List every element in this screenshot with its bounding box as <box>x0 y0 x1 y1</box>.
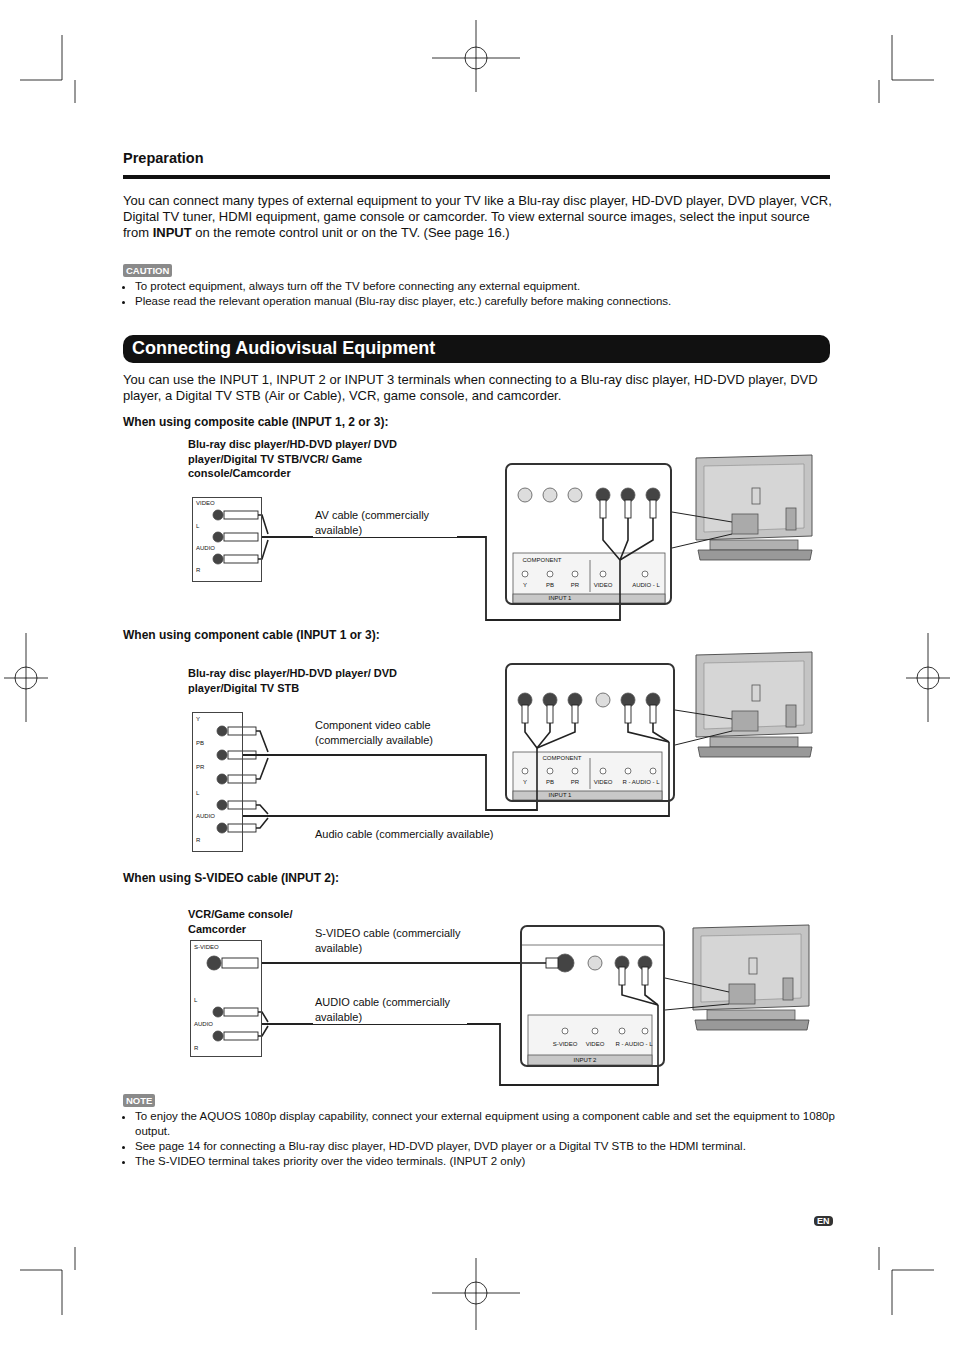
device-panel: VIDEO L AUDIO R <box>192 497 262 582</box>
prep-paragraph: You can connect many types of external e… <box>123 193 835 241</box>
bullet-item: See page 14 for connecting a Blu-ray dis… <box>135 1139 847 1154</box>
terminal-label: R - AUDIO - L <box>615 1041 652 1048</box>
terminal-label: R <box>196 837 200 844</box>
terminal-label: L <box>196 790 199 797</box>
cable <box>243 755 537 810</box>
terminal-label: Y <box>196 716 200 723</box>
terminal-label: PB <box>196 740 204 747</box>
cable-label: AUDIO cable (commercially available) <box>313 995 467 1024</box>
cable <box>243 802 669 816</box>
terminal-label: AUDIO <box>196 545 215 552</box>
cable-label: Component video cable (commercially avai… <box>313 718 467 747</box>
terminal-panel: COMPONENT Y PB PR VIDEO AUDIO - L INPUT 1 <box>505 463 672 605</box>
terminal-label: INPUT 1 <box>549 595 572 602</box>
page-heading: Preparation <box>123 150 423 166</box>
terminal-label: COMPONENT <box>523 557 562 564</box>
device-panel: S-VIDEO L AUDIO R <box>190 940 262 1057</box>
terminal-label: INPUT 1 <box>549 792 572 799</box>
terminal-label: PB <box>546 779 554 786</box>
terminal-label: L <box>194 997 197 1004</box>
note-badge: NOTE <box>123 1094 155 1107</box>
intro-paragraph: You can use the INPUT 1, INPUT 2 or INPU… <box>123 372 835 404</box>
paragraph-text: on the remote control unit or on the TV.… <box>195 225 509 240</box>
terminal-label: R - AUDIO - L <box>622 779 659 786</box>
terminal-label: VIDEO <box>594 582 613 589</box>
bullet-item: To enjoy the AQUOS 1080p display capabil… <box>135 1109 847 1139</box>
caution-list: To protect equipment, always turn off th… <box>123 279 847 309</box>
device-panel: Y PB PR L AUDIO R <box>192 712 243 852</box>
terminal-label: AUDIO - L <box>632 582 660 589</box>
terminal-label: S-VIDEO <box>553 1041 578 1048</box>
terminal-label: PR <box>196 764 204 771</box>
section-title: Connecting Audiovisual Equipment <box>132 338 435 359</box>
cable-label: AV cable (commercially available) <box>313 508 457 537</box>
language-tag: EN <box>814 1216 833 1226</box>
bullet-item: The S-VIDEO terminal takes priority over… <box>135 1154 847 1169</box>
terminal-label: R <box>196 567 200 574</box>
terminal-label: INPUT 2 <box>574 1057 597 1064</box>
terminal-panel: S-VIDEO VIDEO R - AUDIO - L INPUT 2 <box>520 925 665 1067</box>
terminal-label: VIDEO <box>586 1041 605 1048</box>
cable <box>262 962 520 964</box>
terminal-label: R <box>194 1045 198 1052</box>
terminal-label: Y <box>523 582 527 589</box>
terminal-label: S-VIDEO <box>194 944 219 951</box>
terminal-panel: COMPONENT Y PB PR VIDEO R - AUDIO - L INPUT 1 <box>505 663 675 802</box>
caution-badge: CAUTION <box>123 264 172 277</box>
terminal-label: PB <box>546 582 554 589</box>
terminal-label: PR <box>571 779 579 786</box>
cable <box>262 537 620 620</box>
device-heading: Blu-ray disc player/HD-DVD player/ DVD p… <box>188 437 410 481</box>
cable-label: S-VIDEO cable (commercially available) <box>313 926 467 955</box>
terminal-label: VIDEO <box>594 779 613 786</box>
note-list: To enjoy the AQUOS 1080p display capabil… <box>123 1109 847 1169</box>
terminal-label: PR <box>571 582 579 589</box>
cable <box>262 1024 658 1085</box>
terminal-label: COMPONENT <box>543 755 582 762</box>
terminal-label: Y <box>523 779 527 786</box>
subheading: When using S-VIDEO cable (INPUT 2): <box>123 871 623 885</box>
terminal-label: L <box>196 523 199 530</box>
device-heading: VCR/Game console/ Camcorder <box>188 907 308 936</box>
bullet-item: Please read the relevant operation manua… <box>135 294 847 309</box>
terminal-label: VIDEO <box>196 500 215 507</box>
subheading: When using component cable (INPUT 1 or 3… <box>123 628 623 642</box>
cable-label: Audio cable (commercially available) <box>313 827 547 842</box>
paragraph-text: INPUT <box>153 225 192 240</box>
terminal-label: AUDIO <box>194 1021 213 1028</box>
subheading: When using composite cable (INPUT 1, 2 o… <box>123 415 623 429</box>
device-heading: Blu-ray disc player/HD-DVD player/ DVD p… <box>188 666 410 695</box>
bullet-item: To protect equipment, always turn off th… <box>135 279 847 294</box>
terminal-label: AUDIO <box>196 813 215 820</box>
